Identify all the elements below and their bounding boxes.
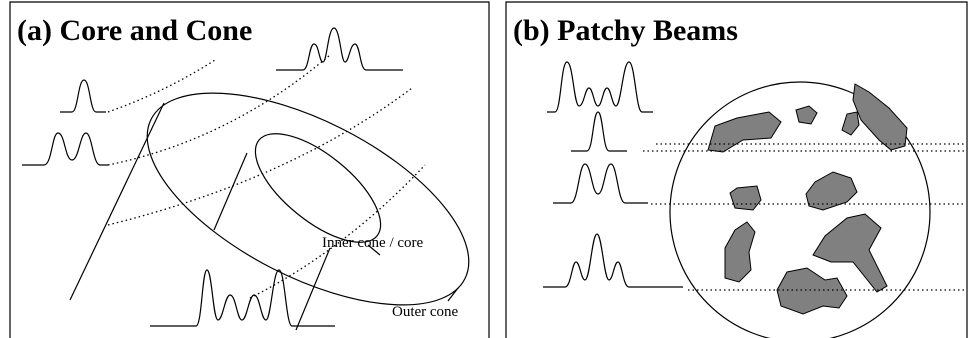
patch-1 (707, 111, 782, 153)
patch-5 (729, 185, 762, 211)
sightline-1 (107, 59, 216, 113)
profile-row-2 (571, 111, 627, 152)
profile-four-peak (150, 269, 335, 327)
outer-cone-edge (69, 102, 165, 301)
patch-4 (852, 83, 908, 151)
panel-a-title: (a) Core and Cone (17, 14, 252, 47)
patch-8 (812, 213, 888, 293)
inner-cone-edge-right (295, 247, 331, 331)
profile-double-peak (22, 132, 108, 166)
inner-cone-label: Inner cone / core (322, 235, 424, 251)
sightline-3 (107, 87, 413, 226)
panel-patchy-beams: (b) Patchy Beams (503, 0, 969, 338)
panel-b-frame (505, 1, 968, 338)
inner-cone-ellipse (254, 133, 382, 243)
patchy-beams-diagram: (b) Patchy Beams (505, 1, 968, 338)
outer-cone-leader (447, 287, 459, 302)
panel-b-title: (b) Patchy Beams (513, 14, 738, 47)
inner-cone-leader (367, 244, 381, 256)
core-cone-diagram: (a) Core and Cone Inner cone / core Oute… (9, 1, 490, 338)
profile-single-peak (60, 79, 106, 113)
profile-row-1 (547, 61, 653, 113)
panel-a-frame (9, 1, 490, 338)
patch-3 (841, 111, 860, 136)
patch-7 (724, 221, 756, 283)
patch-6 (805, 171, 858, 211)
profile-triple-peak (276, 27, 403, 71)
profile-row-3 (553, 163, 648, 204)
patch-9 (776, 267, 848, 315)
beam-circle (669, 81, 931, 338)
outer-cone-label: Outer cone (392, 304, 459, 320)
inner-cone-edge-left (213, 152, 248, 231)
patch-2 (795, 105, 818, 125)
profile-row-4 (543, 233, 683, 288)
outer-cone-ellipse (146, 92, 470, 306)
sightline-4 (249, 164, 426, 299)
panel-core-and-cone: (a) Core and Cone Inner cone / core Oute… (9, 1, 490, 338)
